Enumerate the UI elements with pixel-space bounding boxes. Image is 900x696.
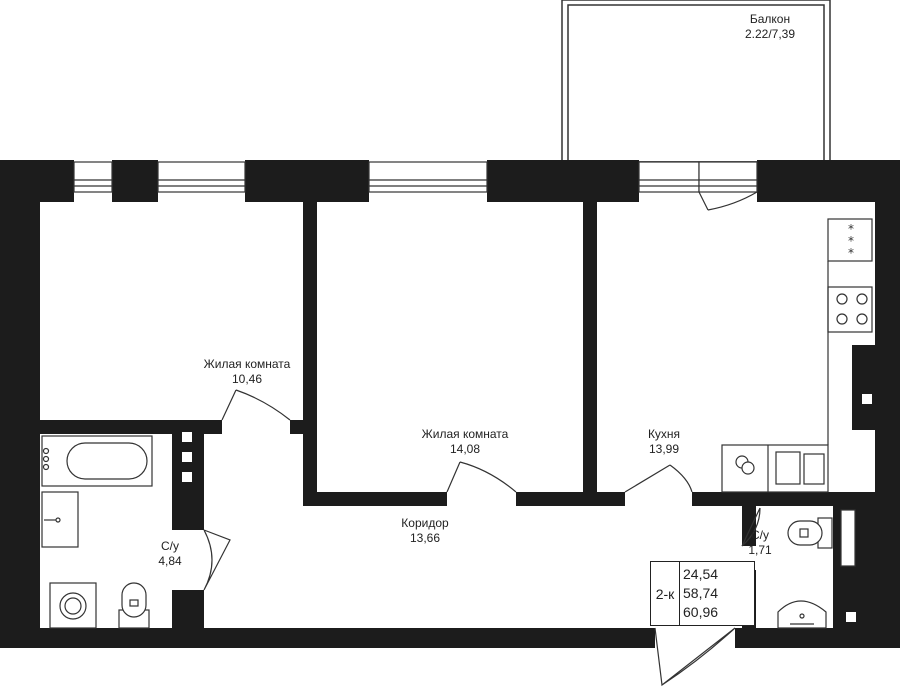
sink-wc [777, 600, 827, 629]
stove-marks: * * * [848, 222, 854, 260]
bathtub [41, 435, 153, 487]
kitchen-counter [721, 218, 873, 493]
outer-walls [0, 160, 900, 648]
svg-text:*: * [848, 246, 854, 260]
windows [73, 161, 758, 193]
living-area: 24,54 [683, 566, 719, 582]
bathroom-1-label: С/у 4,84 [158, 539, 181, 569]
kitchen-label: Кухня 13,99 [648, 427, 680, 457]
living-room-2-name: Жилая комната [421, 427, 509, 441]
balcony-label: Балкон 2.22/7,39 [745, 12, 795, 42]
toilet-wc [787, 517, 833, 549]
sink-bath [41, 491, 79, 548]
living-room-2-label: Жилая комната 14,08 [422, 427, 509, 457]
door-swings [203, 191, 761, 687]
bathroom-1-area: 4,84 [158, 554, 182, 568]
svg-text:*: * [848, 222, 854, 236]
balcony-name: Балкон [749, 12, 791, 26]
wall-openings [182, 394, 872, 622]
total-area: 60,96 [683, 604, 719, 620]
washing-machine [49, 582, 97, 629]
kitchen-area: 13,99 [648, 442, 680, 456]
kitchen-name: Кухня [647, 427, 681, 441]
area-values: 24,54 58,74 60,96 [683, 565, 718, 622]
svg-text:*: * [848, 234, 854, 248]
area: 58,74 [683, 585, 719, 601]
apartment-type: 2-к [651, 562, 680, 625]
bathroom-1-name: С/у [160, 539, 179, 553]
living-room-2-area: 14,08 [449, 442, 481, 456]
toilet-bath [118, 582, 150, 629]
bathroom-2-area: 1,71 [748, 543, 772, 557]
corridor-area: 13,66 [409, 531, 441, 545]
living-room-1-area: 10,46 [231, 372, 263, 386]
corridor-name: Коридор [401, 516, 449, 530]
corridor-label: Коридор 13,66 [401, 516, 448, 546]
bathroom-2-label: С/у 1,71 [748, 528, 771, 558]
living-room-1-name: Жилая комната [203, 357, 291, 371]
area-summary: 2-к 24,54 58,74 60,96 [650, 561, 755, 626]
balcony-area: 2.22/7,39 [744, 27, 796, 41]
living-room-1-label: Жилая комната 10,46 [204, 357, 291, 387]
bathroom-2-name: С/у [750, 528, 769, 542]
